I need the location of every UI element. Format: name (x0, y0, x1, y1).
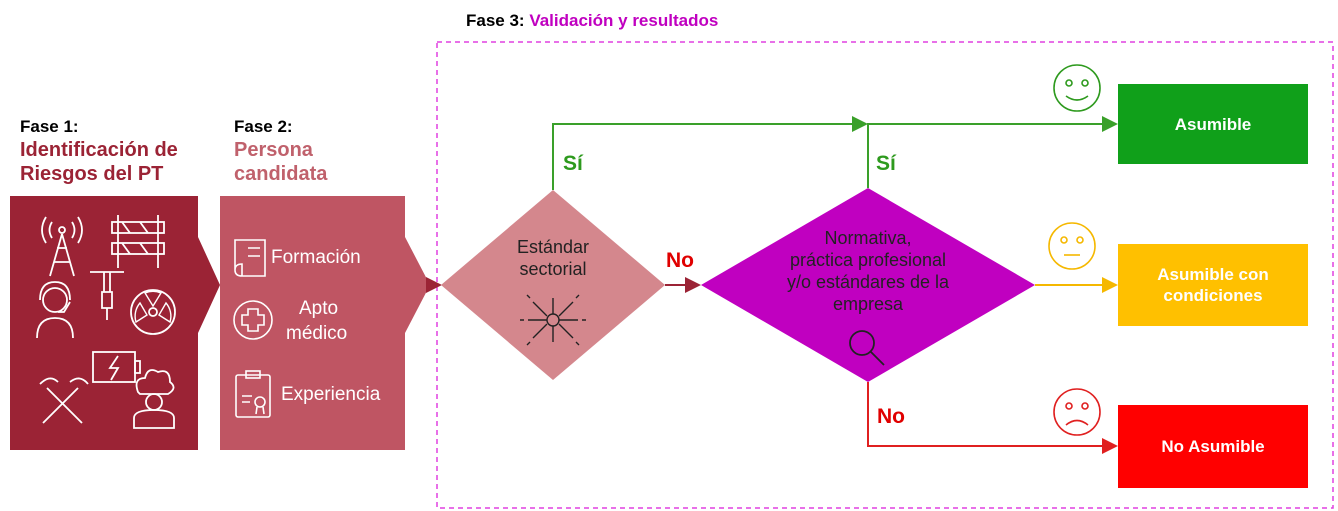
phase2-title-line1: Persona (234, 139, 313, 161)
phase3-frame (436, 41, 1334, 509)
decision1-diamond (441, 190, 665, 380)
qualification-experience: Experiencia (281, 384, 381, 405)
outcome-conditional-line1: Asumible con (1157, 265, 1269, 284)
decision2-diamond (701, 188, 1035, 382)
happy-face-icon (1053, 64, 1101, 112)
phase1-head: Fase 1: (20, 117, 79, 136)
decision2-line1: Normativa, (824, 228, 912, 248)
qualification-training: Formación (271, 247, 361, 268)
phase1-title-line2: Riesgos del PT (20, 163, 164, 185)
diploma-scroll-icon (234, 239, 266, 277)
phase3-name: Validación y resultados (529, 11, 719, 30)
outcome-not-assumable-text: No Asumible (1161, 437, 1265, 456)
phase3-title: Fase 3: Validación y resultados (466, 10, 718, 32)
phase3-head: Fase 3: (466, 11, 525, 30)
decision1-line1: Estándar (516, 237, 590, 257)
arrow-yes1 (552, 116, 868, 190)
medical-cross-icon (233, 300, 273, 340)
certificate-clipboard-icon (235, 370, 271, 418)
decision2-line3: y/o estándares de la (786, 272, 950, 292)
yes-label-1: Sí (563, 152, 583, 175)
radiation-icon (130, 289, 176, 335)
jackhammer-icon (90, 271, 124, 320)
phase2-block (220, 196, 430, 450)
hammer-pickaxe-icon (39, 377, 89, 424)
yes-label-2: Sí (876, 152, 896, 175)
arrow-yes2 (867, 116, 1118, 188)
decision2-label: Normativa, práctica profesional y/o está… (758, 227, 978, 315)
decision2-line4: empresa (832, 294, 904, 314)
decision1-label: Estándar sectorial (493, 236, 613, 280)
decision1-line2: sectorial (519, 259, 587, 279)
antenna-tower-icon (41, 216, 83, 277)
phase1-title: Fase 1: Identificación de Riesgos del PT (20, 116, 178, 186)
outcome-conditional: Asumible con condiciones (1118, 244, 1308, 326)
neutral-face-icon (1048, 222, 1096, 270)
sad-face-icon (1053, 388, 1101, 436)
chef-icon (133, 369, 175, 429)
battery-electric-icon (92, 351, 141, 383)
phase1-title-line1: Identificación de (20, 139, 178, 161)
no-label-1: No (666, 249, 694, 272)
road-barrier-icon (111, 215, 165, 268)
outcome-assumable-text: Asumible (1174, 114, 1252, 134)
phase2-title-line2: candidata (234, 163, 328, 185)
magnifier-icon (849, 330, 885, 366)
no-label-2: No (877, 405, 905, 428)
phase2-head: Fase 2: (234, 117, 293, 136)
outcome-assumable: Asumible (1118, 84, 1308, 164)
outcome-not-assumable: No Asumible (1118, 405, 1308, 488)
qualification-medical-line2: médico (286, 323, 348, 344)
phase2-title: Fase 2: Persona candidata (234, 116, 327, 186)
hands-teamwork-icon (520, 294, 586, 346)
phase1-block (10, 196, 220, 450)
headset-operator-icon (36, 281, 74, 339)
decision2-line2: práctica profesional (789, 250, 947, 270)
qualification-medical-line1: Apto (299, 298, 339, 319)
arrow-no2 (867, 382, 1118, 454)
outcome-conditional-line2: condiciones (1163, 286, 1263, 305)
